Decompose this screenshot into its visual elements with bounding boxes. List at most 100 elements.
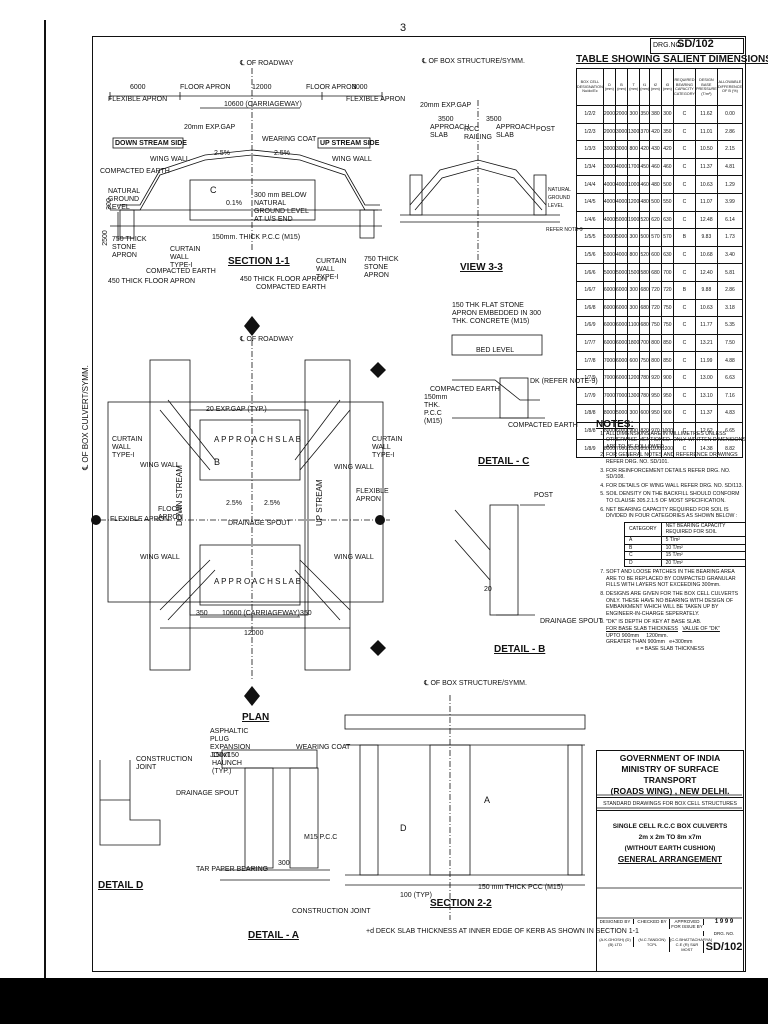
construction-joint-label: CONSTRUCTION JOINT [292, 908, 371, 915]
slope-label: 2.5% [264, 500, 280, 507]
note-1: ALL DIMENSIONS ARE IN MILLIMETRES UNLESS… [606, 431, 746, 451]
table-cell: 1/2/3 [576, 122, 604, 142]
marker-c: C [210, 185, 217, 195]
subject-line-1: SINGLE CELL R.C.C BOX CULVERTS [612, 823, 728, 830]
dim-label: 350 [300, 610, 312, 617]
table-cell: 450 [639, 157, 651, 177]
table-cell: 5000 [602, 263, 617, 282]
approach-slab-label: A P P R O A C H S L A B [214, 435, 302, 444]
table-cell: 800 [627, 245, 641, 265]
table-cell: 6000 [614, 351, 629, 370]
table-cell: 2000 [602, 105, 617, 124]
marker-a: A [484, 795, 491, 805]
note-7: SOFT AND LOOSE PATCHES IN THE BEARING AR… [606, 569, 746, 589]
table-cell: 950 [660, 386, 674, 406]
table-cell: 9.88 [694, 280, 718, 300]
pcc-label: 150 mm THICK PCC (M15) [478, 884, 564, 891]
table-cell: 570 [649, 228, 662, 247]
table-cell: C [672, 439, 696, 458]
table-cell: 700 [660, 263, 674, 282]
table-cell: 5000 [602, 245, 617, 265]
table-cell: 1000 [627, 175, 641, 194]
table-cell: 1/8/9 [576, 439, 604, 458]
table-cell: 850 [660, 333, 674, 353]
series-title: STANDARD DRAWINGS FOR BOX CELL STRUCTURE… [597, 798, 743, 811]
table-cell: 1.29 [716, 175, 744, 194]
table-cell: 1/4/5 [576, 192, 604, 212]
table-header-cell: ALLOWABLE DIFFERENCE OF B (%) [716, 68, 744, 106]
pcc-label: 150mm. THICK P.C.C (M15) [212, 234, 301, 241]
table-cell: 850 [639, 439, 651, 458]
table-cell: 480 [639, 192, 651, 212]
table-cell: 1/5/6 [576, 245, 604, 265]
table-header-cell: DESIGN BASE PRESSURE (T/m²) [694, 68, 718, 106]
cat-cell: D [624, 558, 662, 568]
table-cell: C [672, 105, 696, 124]
cat-cell: 5 T/m² [660, 535, 747, 545]
cat-cell: 15 T/m² [660, 551, 747, 560]
table-cell: 5000 [614, 263, 629, 282]
table-cell: 1500 [627, 263, 641, 282]
table-cell: 1/2/2 [576, 105, 604, 124]
table-cell: 300 [627, 298, 641, 318]
table-cell: 2000 [614, 105, 629, 124]
wing-wall-label: WING WALL [334, 464, 374, 471]
table-cell: 4000 [602, 192, 617, 212]
table-cell: 1/6/8 [576, 298, 604, 318]
table-cell: 3.40 [716, 245, 744, 265]
table-cell: B [672, 228, 696, 247]
slope-label: 2.5% [274, 150, 290, 157]
table-cell: 4000 [614, 157, 629, 177]
dim-label: 300 [105, 198, 113, 210]
dim-label: 6000 [130, 84, 146, 91]
dim-label: 3000 [352, 84, 368, 91]
table-cell: 950 [649, 386, 662, 406]
section-1-1-title: SECTION 1-1 [228, 256, 290, 267]
table-cell: 6000 [602, 333, 617, 353]
table-cell: 6000 [614, 298, 629, 318]
signature-1: (A.K.GHOSH) (D) (B) LTD [599, 937, 631, 947]
table-cell: 13.10 [694, 386, 718, 406]
table-cell: 1000 [660, 421, 674, 441]
table-cell: 7000 [602, 351, 617, 370]
floor-apron-label: FLOOR APRON [158, 506, 183, 521]
table-cell: 5.81 [716, 263, 744, 282]
org-line-1: GOVERNMENT OF INDIA [619, 753, 721, 763]
table-cell: 3000 [602, 157, 617, 177]
table-cell: 1/7/7 [576, 333, 604, 353]
notes-heading: NOTES: [596, 419, 634, 430]
table-cell: 4000 [614, 192, 629, 212]
flexible-apron-label: FLEXIBLE APRON [110, 516, 170, 523]
table-cell: 2.86 [716, 280, 744, 300]
post-label: POST [536, 126, 556, 133]
table-cell: 920 [649, 368, 662, 388]
compacted-earth-label: COMPACTED EARTH [508, 422, 578, 429]
checked-by-label: CHECKED BY [633, 919, 670, 924]
table-cell: 350 [639, 105, 651, 124]
table-cell: 300 [627, 404, 641, 423]
table-cell: 1300 [627, 439, 641, 458]
table-cell: 1200 [627, 192, 641, 212]
dim-label: 12000 [244, 630, 264, 637]
table-cell: 5000 [614, 210, 629, 230]
table-cell: 4000 [602, 210, 617, 230]
table-cell: 1/4/4 [576, 175, 604, 194]
table-cell: 8.82 [716, 439, 744, 458]
table-cell: 13.21 [694, 333, 718, 353]
stone-apron-label: 750 THICK STONE APRON [364, 256, 399, 279]
table-cell: 2.86 [716, 122, 744, 142]
table-cell: 1/3/4 [576, 157, 604, 177]
table-cell: 620 [649, 210, 662, 230]
table-cell: 5000 [614, 228, 629, 247]
table-cell: 8000 [602, 439, 617, 458]
table-cell: 750 [649, 316, 662, 335]
